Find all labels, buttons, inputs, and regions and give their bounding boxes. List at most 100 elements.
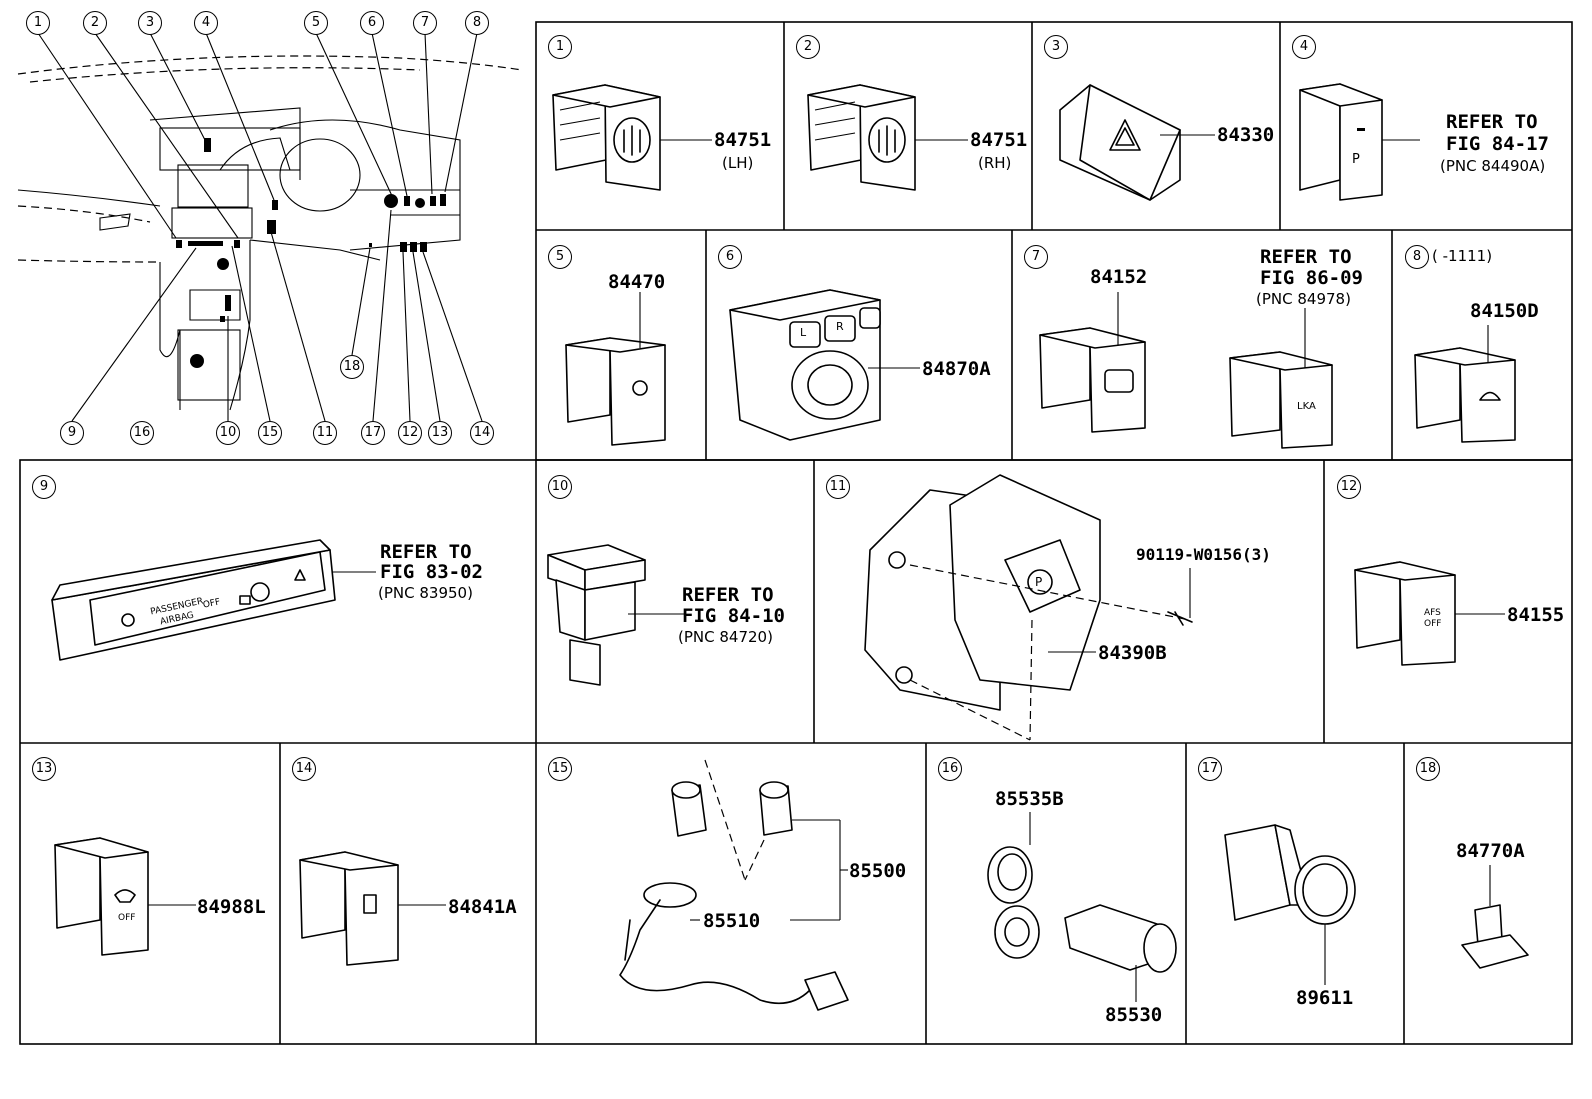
part-number-84870a: 84870A	[922, 358, 991, 380]
callout-1: 1	[26, 11, 50, 35]
cell-number-6: 6	[718, 245, 742, 269]
part-number-85510: 85510	[703, 910, 761, 932]
part-note-lh: (LH)	[722, 154, 754, 172]
switch-marking-p: P	[1352, 152, 1360, 167]
parking-brake-switch-84390b-drawing	[864, 474, 1193, 741]
part-number-85530: 85530	[1105, 1004, 1163, 1026]
cell-number-16: 16	[938, 757, 962, 781]
callout-10: 10	[216, 421, 240, 445]
sensor-84770a-drawing	[1461, 865, 1529, 969]
airbag-indicator-panel-drawing	[51, 539, 376, 661]
switch-84720-drawing	[547, 544, 684, 686]
switch-marking-lka: LKA	[1297, 401, 1316, 412]
callout-14: 14	[470, 421, 494, 445]
part-number-85500: 85500	[849, 860, 907, 882]
callout-7: 7	[413, 11, 437, 35]
serial-range: ( -1111)	[1432, 247, 1493, 265]
cell-number-2: 2	[796, 35, 820, 59]
part-number-84155: 84155	[1507, 604, 1565, 626]
switch-84751-lh-drawing	[552, 84, 712, 191]
power-outlet-85500-drawing	[619, 759, 849, 1011]
callout-3: 3	[138, 11, 162, 35]
plug-85530-drawing	[1064, 904, 1177, 1002]
switch-lka-drawing	[1229, 308, 1333, 449]
cell-number-12: 12	[1337, 475, 1361, 499]
switch-84152-drawing	[1039, 292, 1146, 433]
cell-number-11: 11	[826, 475, 850, 499]
reference-fig-84-10: FIG 84-10	[682, 605, 785, 627]
reference-pnc-84720: (PNC 84720)	[678, 628, 773, 646]
cell-number-8: 8	[1405, 245, 1429, 269]
part-number-84470: 84470	[608, 271, 666, 293]
callout-8: 8	[465, 11, 489, 35]
mirror-switch-84870a-drawing	[729, 289, 920, 441]
callout-16: 16	[130, 421, 154, 445]
cell-number-4: 4	[1292, 35, 1316, 59]
cell-number-1: 1	[548, 35, 572, 59]
reference-fig-84-17: FIG 84-17	[1446, 133, 1549, 155]
mirror-marking-l: L	[800, 326, 807, 339]
reference-line-1-airbag: REFER TO	[380, 541, 472, 563]
part-number-84751-lh: 84751	[714, 129, 772, 151]
socket-85535b-drawing	[987, 812, 1040, 959]
callout-11: 11	[313, 421, 337, 445]
cell-number-5: 5	[548, 245, 572, 269]
afs-off-switch-84155-drawing	[1354, 561, 1505, 666]
switch-marking-afs-off: OFF	[1424, 619, 1442, 629]
callout-13: 13	[428, 421, 452, 445]
switch-84988l-drawing	[54, 837, 196, 956]
part-note-rh: (RH)	[978, 154, 1012, 172]
mirror-marking-r: R	[836, 320, 844, 333]
callout-5: 5	[304, 11, 328, 35]
bolt-part-number: 90119-W0156(3)	[1136, 545, 1271, 564]
part-number-84152: 84152	[1090, 266, 1148, 288]
part-number-84330: 84330	[1217, 124, 1275, 146]
cell-number-10: 10	[548, 475, 572, 499]
switch-marking-afs: AFS	[1424, 608, 1441, 618]
reference-line-1-lka: REFER TO	[1260, 246, 1352, 268]
reference-line-1-84720: REFER TO	[682, 584, 774, 606]
reference-pnc-83950: (PNC 83950)	[378, 584, 473, 602]
cell-number-14: 14	[292, 757, 316, 781]
cell-number-7: 7	[1024, 245, 1048, 269]
callout-6: 6	[360, 11, 384, 35]
callout-15: 15	[258, 421, 282, 445]
reference-fig-86-09: FIG 86-09	[1260, 267, 1363, 289]
switch-marking-p-brake: P	[1035, 575, 1043, 589]
cell-number-13: 13	[32, 757, 56, 781]
part-number-84841a: 84841A	[448, 896, 517, 918]
callout-18: 18	[340, 355, 364, 379]
part-number-84150d: 84150D	[1470, 300, 1539, 322]
callout-4: 4	[194, 11, 218, 35]
switch-marking-off: OFF	[118, 913, 136, 923]
switch-84150d-drawing	[1414, 325, 1516, 443]
part-number-84751-rh: 84751	[970, 129, 1028, 151]
cell-number-9: 9	[32, 475, 56, 499]
switch-84751-rh-drawing	[807, 84, 968, 191]
part-number-84390b: 84390B	[1098, 642, 1167, 664]
switch-parking-drawing	[1299, 83, 1420, 201]
switch-84470-drawing	[565, 292, 666, 446]
callout-17: 17	[361, 421, 385, 445]
dashboard-overview-drawing	[17, 32, 523, 422]
grid-lines	[19, 21, 1573, 1045]
cell-number-17: 17	[1198, 757, 1222, 781]
reference-pnc-84978: (PNC 84978)	[1256, 290, 1351, 308]
start-button-89611-drawing	[1224, 824, 1356, 985]
cell-number-18: 18	[1416, 757, 1440, 781]
callout-2: 2	[83, 11, 107, 35]
reference-pnc-84490a: (PNC 84490A)	[1440, 157, 1546, 175]
fuel-lid-switch-84841a-drawing	[299, 851, 446, 966]
part-number-89611: 89611	[1296, 987, 1354, 1009]
callout-9: 9	[60, 421, 84, 445]
reference-fig-83-02: FIG 83-02	[380, 561, 483, 583]
part-number-84988l: 84988L	[197, 896, 266, 918]
part-number-85535b: 85535B	[995, 788, 1064, 810]
hazard-switch-84330-drawing	[1059, 84, 1215, 201]
cell-number-15: 15	[548, 757, 572, 781]
part-number-84770a: 84770A	[1456, 840, 1525, 862]
cell-number-3: 3	[1044, 35, 1068, 59]
reference-line-1: REFER TO	[1446, 111, 1538, 133]
callout-12: 12	[398, 421, 422, 445]
